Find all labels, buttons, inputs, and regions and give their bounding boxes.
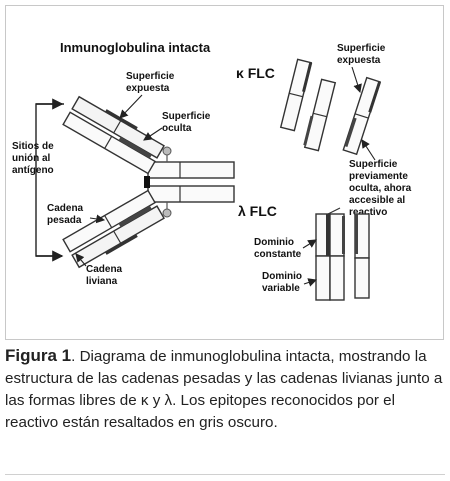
label-exposed-surface: Superficie expuesta [126, 71, 177, 94]
caption-divider [5, 474, 445, 475]
label-kappa-exposed: Superficie expuesta [337, 43, 388, 66]
fab-arm-upper [62, 95, 165, 175]
hidden-epitope [342, 216, 345, 254]
hidden-epitope [303, 115, 314, 146]
lambda-flc-dimer [315, 207, 345, 301]
label-constant-domain: Dominio constante [254, 237, 302, 260]
kappa-flc-monomer [342, 76, 382, 156]
label-antigen-sites: Sitios de unión al antígeno [12, 141, 56, 176]
label-heavy-chain: Cadena pesada [47, 203, 86, 226]
carbohydrate-icon [162, 146, 172, 156]
exposed-epitope [105, 109, 138, 130]
fc-heavy-chain-lower [147, 185, 235, 203]
label-hidden-surface: Superficie oculta [162, 111, 213, 134]
label-variable-domain: Dominio variable [262, 271, 305, 294]
caption-lead: Figura 1 [5, 346, 72, 365]
label-light-chain: Cadena liviana [86, 264, 125, 287]
fab-arm-lower [62, 189, 165, 269]
newly-exposed-epitope [355, 214, 358, 254]
diagram-title: Inmunoglobulina intacta [60, 40, 211, 55]
caption-text: . Diagrama de inmunoglobulina intacta, m… [5, 348, 443, 431]
hidden-epitope [326, 214, 330, 256]
antigen-site-bracket [35, 103, 64, 257]
lambda-flc-title: λ FLC [238, 203, 277, 219]
immunoglobulin-diagram: Inmunoglobulina intacta [12, 40, 414, 301]
exposed-epitope [368, 81, 382, 113]
lambda-flc-monomer [354, 213, 370, 299]
fc-heavy-chain-upper [147, 161, 235, 179]
carbohydrate-icon [162, 208, 172, 218]
exposed-epitope [105, 234, 138, 255]
kappa-flc-title: κ FLC [236, 65, 275, 81]
kappa-flc-dimer [279, 58, 337, 152]
exposed-epitope [302, 62, 313, 93]
figure-caption: Figura 1. Diagrama de inmunoglobulina in… [5, 345, 445, 434]
hidden-epitope [118, 136, 152, 159]
hidden-epitope [118, 205, 152, 228]
newly-exposed-epitope [344, 117, 357, 148]
label-previously-hidden: Superficie previamente oculta, ahora acc… [349, 159, 414, 218]
hinge-region [144, 176, 150, 188]
intact-immunoglobulin [35, 95, 235, 269]
